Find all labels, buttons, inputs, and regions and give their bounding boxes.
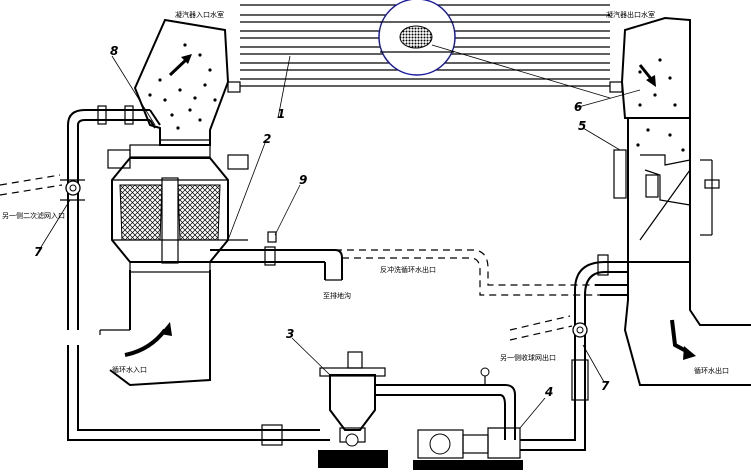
label-circ-water-inlet: 循环水入口	[112, 365, 147, 374]
label-circ-water-outlet: 循环水出口	[694, 366, 729, 375]
label-condenser-outlet-chamber: 凝汽器出口水室	[606, 10, 655, 19]
callout-6: 6	[574, 100, 582, 114]
label-backwash-return: 反冲洗循环水出口	[380, 265, 436, 274]
label-other-side-secondary-filter-inlet: 另一侧二次滤网入口	[2, 211, 65, 220]
ball-pump	[413, 427, 523, 470]
secondary-filter	[107, 144, 249, 273]
ball-return-pipes	[509, 254, 628, 451]
outlet-pipe	[623, 262, 751, 386]
callout-4: 4	[544, 385, 553, 399]
callout-8: 8	[110, 44, 118, 58]
callout-1: 1	[277, 107, 285, 121]
callout-2: 2	[263, 132, 271, 146]
condenser-inlet-water-chamber	[133, 18, 230, 146]
ball-tank	[318, 351, 516, 468]
tube-ball-magnifier	[378, 0, 611, 99]
callout-7-left: 7	[34, 245, 43, 259]
callout-5: 5	[578, 119, 586, 133]
callout-3: 3	[286, 327, 294, 341]
callout-9: 9	[299, 173, 307, 187]
callout-7-right: 7	[601, 379, 610, 393]
backwash-line	[210, 231, 600, 296]
inlet-pipe	[0, 105, 330, 446]
label-to-drain-trench: 至排地沟	[323, 291, 351, 300]
condenser-outlet-water-chamber	[613, 16, 720, 263]
label-other-side-ball-valve-outlet: 另一侧收球网出口	[500, 353, 556, 362]
label-condenser-inlet-chamber: 凝汽器入口水室	[175, 10, 224, 19]
callout-leaders	[37, 55, 641, 429]
